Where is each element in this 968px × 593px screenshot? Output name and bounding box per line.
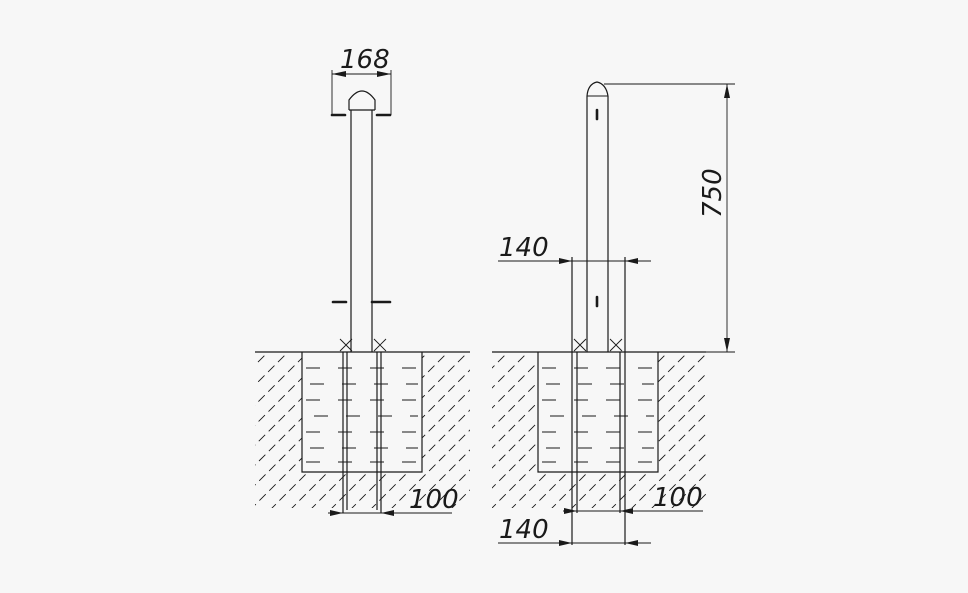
left-post	[330, 90, 392, 352]
right-foundation-pit	[537, 352, 659, 473]
right-anchor-rods	[571, 257, 626, 545]
dim-bottom-width-140: 140	[498, 515, 651, 546]
dim-cap-width-168: 168	[331, 45, 392, 115]
left-soil-hatching	[255, 352, 470, 508]
right-view: 750 140 100 140	[492, 81, 735, 546]
dim-label-168: 168	[340, 45, 390, 75]
left-concrete-fill	[306, 367, 418, 463]
right-post	[586, 81, 609, 352]
dim-height-750: 750	[604, 83, 735, 353]
dim-label-140-top: 140	[499, 233, 549, 263]
right-concrete-fill	[542, 367, 654, 463]
dim-bottom-100-right: 100	[563, 483, 703, 514]
left-foundation-pit	[301, 352, 423, 473]
dim-bottom-100-left: 100	[328, 485, 459, 516]
dim-label-750: 750	[698, 168, 728, 218]
right-base-bolts	[573, 338, 623, 352]
dim-post-spacing-140-top: 140	[498, 233, 651, 264]
left-base-bolts	[339, 338, 387, 352]
left-view: 168 100	[255, 45, 470, 516]
dim-label-100-right: 100	[653, 483, 703, 513]
dim-label-140-bottom: 140	[499, 515, 549, 545]
left-anchor-rods	[342, 352, 382, 513]
dim-label-100-left: 100	[409, 485, 459, 515]
right-soil-hatching	[492, 352, 706, 508]
